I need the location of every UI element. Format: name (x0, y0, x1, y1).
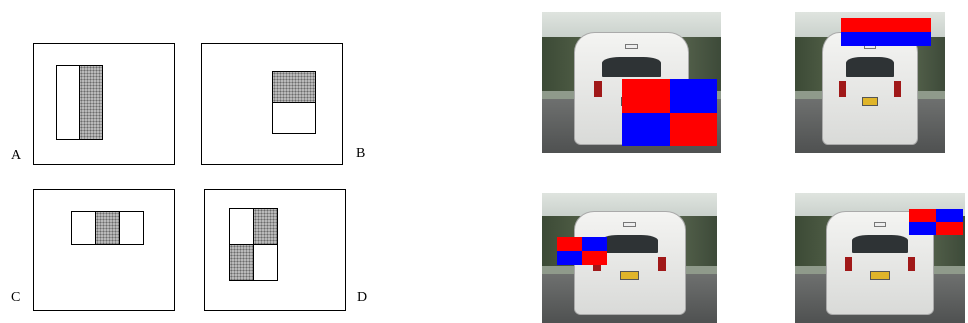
dark-rectangle (79, 65, 103, 140)
small-checkerboard-feature-overlay (557, 237, 607, 265)
panel-label-d: D (357, 290, 368, 305)
panel-label-c: C (11, 290, 21, 305)
feature-panel-b (201, 43, 343, 165)
white-rectangle-left (71, 211, 96, 245)
car-photo-3 (542, 193, 717, 323)
white-rectangle (56, 65, 80, 140)
car-photo-4 (795, 193, 965, 323)
checkerboard-feature-overlay (622, 79, 717, 146)
small-checkerboard-feature-overlay (909, 209, 963, 235)
feature-panel-d (204, 189, 346, 311)
horizontal-edge-feature-overlay (841, 18, 931, 46)
white-rectangle-bottom-right (253, 244, 278, 281)
car-photo-1 (542, 12, 721, 153)
white-rectangle (272, 102, 316, 134)
dark-rectangle-top-right (253, 208, 278, 245)
feature-panel-c (33, 189, 175, 311)
dark-rectangle (272, 71, 316, 103)
dark-rectangle-bottom-left (229, 244, 254, 281)
white-rectangle-top-left (229, 208, 254, 245)
dark-rectangle-center (95, 211, 120, 245)
car-photo-2 (795, 12, 945, 153)
feature-panel-a (33, 43, 175, 165)
car-rear (822, 31, 918, 145)
panel-label-a: A (11, 148, 22, 163)
panel-label-b: B (356, 146, 366, 161)
white-rectangle-right (119, 211, 144, 245)
